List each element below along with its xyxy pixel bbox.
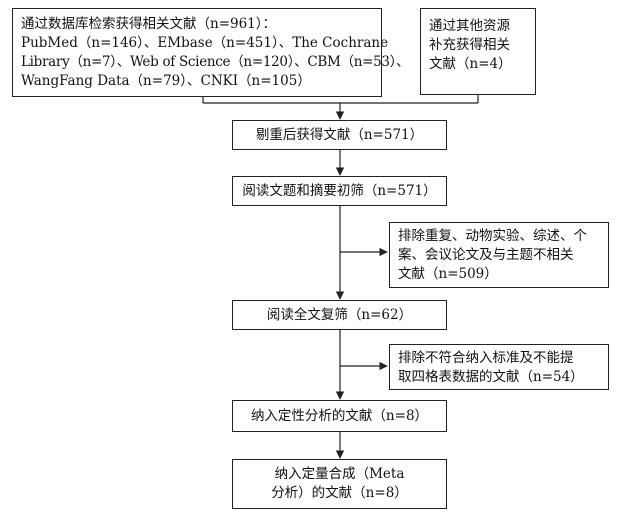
meta-analysis-box: 纳入定量合成（Meta 分析）的文献（n=8）: [232, 459, 447, 509]
screen-box-line-1: 阅读文题和摘要初筛（n=571）: [242, 182, 437, 199]
search-box: 通过数据库检索获得相关文献（n=961）： PubMed（n=146）、EMba…: [12, 8, 410, 97]
exclude2-line-1: 排除不符合纳入标准及不能提: [398, 350, 574, 366]
fulltext-screen-box: 阅读全文复筛（n=62）: [232, 300, 447, 330]
other-box-line-3: 文献（n=4）: [429, 56, 512, 72]
exclude1-line-2: 案、会议论文及与主题不相关: [398, 247, 574, 263]
other-box-line-2: 补充获得相关: [429, 37, 510, 53]
exclude1-line-3: 文献（n=509）: [398, 266, 498, 282]
search-box-line-2: PubMed（n=146）、EMbase（n=451）、The Cochrane: [21, 35, 389, 51]
qualitative-analysis-box: 纳入定性分析的文献（n=8）: [232, 400, 447, 432]
exclude2-line-2: 取四格表数据的文献（n=54）: [398, 369, 584, 385]
exclude1-line-1: 排除重复、动物实验、综述、个: [398, 228, 587, 244]
title-abstract-screen-box: 阅读文题和摘要初筛（n=571）: [232, 176, 447, 206]
search-box-line-4: WangFang Data（n=79）、CNKI（n=105）: [21, 73, 311, 89]
meta-box-line-1: 纳入定量合成（Meta: [274, 466, 405, 482]
meta-box-line-2: 分析）的文献（n=8）: [271, 485, 408, 501]
exclusion-1-box: 排除重复、动物实验、综述、个 案、会议论文及与主题不相关 文献（n=509）: [389, 222, 609, 288]
dedup-box: 剔重后获得文献（n=571）: [232, 120, 447, 150]
fulltext-box-line-1: 阅读全文复筛（n=62）: [266, 306, 413, 323]
dedup-box-line-1: 剔重后获得文献（n=571）: [255, 126, 424, 143]
other-box-line-1: 通过其他资源: [429, 18, 510, 34]
exclusion-2-box: 排除不符合纳入标准及不能提 取四格表数据的文献（n=54）: [389, 344, 609, 390]
other-sources-box: 通过其他资源 补充获得相关 文献（n=4）: [420, 8, 536, 95]
qualitative-box-line-1: 纳入定性分析的文献（n=8）: [250, 407, 429, 424]
search-box-line-1: 通过数据库检索获得相关文献（n=961）：: [21, 16, 277, 32]
search-box-line-3: Library（n=7）、Web of Science（n=120）、CBM（n…: [21, 54, 410, 70]
